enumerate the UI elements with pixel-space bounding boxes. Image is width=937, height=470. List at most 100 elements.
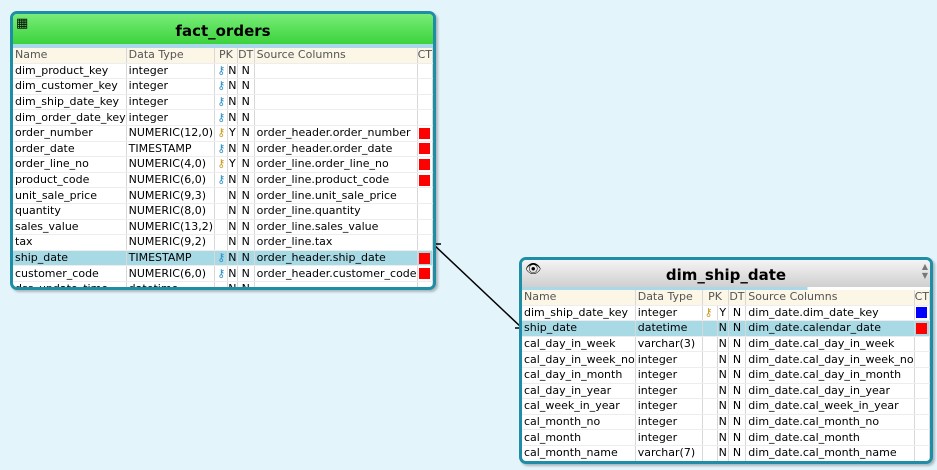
dt-flag: N — [728, 320, 747, 337]
join-line-ship-date — [432, 243, 523, 329]
header-name: Name — [13, 48, 127, 64]
header-divider — [13, 44, 433, 48]
ct-cell — [417, 172, 433, 189]
pk-flag: Y — [227, 125, 238, 142]
header-data-type: Data Type — [126, 48, 216, 64]
entity-dim-ship-date[interactable]: 👁 dim_ship_date ▲▼ Name Data Type PK DT … — [519, 257, 933, 464]
column-name: order_date — [13, 141, 127, 158]
pk-flag: N — [227, 172, 238, 189]
pk-flag: Y — [717, 305, 729, 322]
source-column: dim_date.calendar_date — [745, 320, 915, 337]
column-data-type: integer — [126, 94, 216, 111]
dt-flag: N — [237, 156, 255, 173]
column-name: cal_month_name — [522, 445, 636, 461]
column-name: unit_sale_price — [13, 187, 127, 204]
primary-key-icon: ⚷ — [217, 126, 226, 140]
pk-flag: N — [227, 281, 238, 287]
foreign-key-icon: ⚷ — [217, 251, 226, 265]
column-data-type: NUMERIC(6,0) — [126, 172, 216, 189]
foreign-key-icon: ⚷ — [217, 266, 226, 280]
ct-cell — [417, 265, 433, 282]
ct-cell — [914, 414, 930, 431]
key-cell: ⚷ — [702, 305, 718, 322]
dt-flag: N — [728, 305, 747, 322]
pk-flag: N — [227, 109, 238, 126]
key-cell: ⚷ — [214, 156, 229, 173]
column-data-type: NUMERIC(12,0) — [126, 125, 216, 142]
key-cell: ⚷ — [214, 94, 229, 111]
key-cell — [702, 367, 718, 384]
scroll-arrows-icon[interactable]: ▲▼ — [921, 262, 928, 280]
source-column: dim_date.cal_day_in_week — [745, 336, 915, 353]
ct-cell — [417, 281, 433, 287]
dt-flag: N — [728, 445, 747, 461]
column-data-type: integer — [635, 351, 703, 368]
ct-cell — [417, 78, 433, 95]
source-column: order_line.sales_value — [254, 219, 418, 236]
column-name: customer_code — [13, 265, 127, 282]
column-data-type: integer — [635, 383, 703, 400]
dt-flag: N — [237, 125, 255, 142]
column-data-type: integer — [635, 414, 703, 431]
ct-cell — [914, 305, 930, 322]
column-name: order_number — [13, 125, 127, 142]
source-column: dim_date.cal_day_in_week_no — [745, 351, 915, 368]
column-data-type: integer — [126, 78, 216, 95]
ct-cell — [914, 320, 930, 337]
dt-flag: N — [237, 219, 255, 236]
pk-flag: N — [717, 398, 729, 415]
column-data-type: datetime — [126, 281, 216, 287]
pk-flag: N — [717, 429, 729, 446]
entity-title: fact_orders — [175, 22, 271, 40]
key-cell: ⚷ — [214, 141, 229, 158]
ct-cell — [417, 219, 433, 236]
header-name: Name — [522, 290, 636, 306]
pk-flag: N — [717, 336, 729, 353]
dt-flag: N — [237, 172, 255, 189]
column-name: cal_month — [522, 429, 636, 446]
header-pk: PK — [702, 290, 729, 306]
header-ct: CT — [417, 48, 433, 64]
key-cell — [702, 429, 718, 446]
ct-cell — [914, 429, 930, 446]
column-name: dim_product_key — [13, 63, 127, 80]
ct-cell — [417, 94, 433, 111]
entity-header[interactable]: ▦ fact_orders — [13, 14, 433, 44]
entity-header[interactable]: 👁 dim_ship_date ▲▼ — [522, 260, 930, 287]
key-cell: ⚷ — [214, 63, 229, 80]
key-cell — [214, 219, 229, 236]
change-type-box — [419, 158, 431, 170]
entity-fact-orders[interactable]: ▦ fact_orders Name Data Type PK DT Sourc… — [10, 11, 436, 290]
key-cell: ⚷ — [214, 78, 229, 95]
column-name: cal_month_no — [522, 414, 636, 431]
column-name: dim_ship_date_key — [13, 94, 127, 111]
ct-cell — [417, 234, 433, 251]
foreign-key-icon: ⚷ — [217, 110, 226, 124]
pk-flag: N — [717, 414, 729, 431]
